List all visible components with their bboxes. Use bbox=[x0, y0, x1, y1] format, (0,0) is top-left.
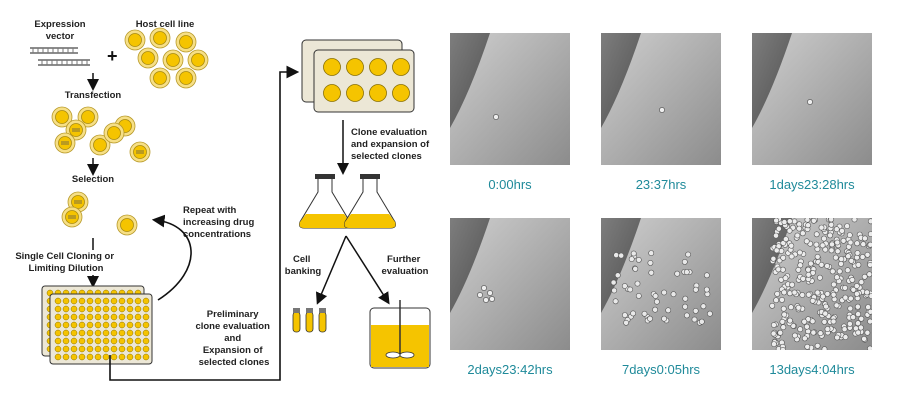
timelapse-image-6 bbox=[752, 218, 872, 350]
timelapse-caption-4: 2days23:42hrs bbox=[467, 362, 553, 377]
single-cell-line-2: Limiting Dilution bbox=[29, 263, 104, 274]
repeat-line-3: concentrations bbox=[183, 229, 251, 240]
further-eval-line-2: evaluation bbox=[382, 266, 429, 277]
prelim-line-1: Preliminary bbox=[207, 309, 259, 320]
single-cell-line-1: Single Cell Cloning or bbox=[15, 251, 114, 262]
transfected-cells-icon bbox=[51, 106, 151, 163]
selected-cells-icon bbox=[61, 191, 138, 236]
plus-sign: + bbox=[107, 46, 118, 66]
clone-eval-line-3: selected clones bbox=[351, 151, 422, 162]
timelapse-image-5 bbox=[601, 218, 721, 350]
arrow-to-banking bbox=[315, 235, 347, 305]
repeat-line-1: Repeat with bbox=[183, 205, 237, 216]
well-plate-96-icon bbox=[41, 285, 153, 365]
cell-banking-line-1: Cell bbox=[293, 254, 310, 265]
label-transfection: Transfection bbox=[65, 90, 122, 101]
shake-flasks-icon bbox=[299, 174, 396, 229]
timelapse-image-4 bbox=[450, 218, 570, 350]
cell-banking-line-2: banking bbox=[285, 266, 322, 277]
prelim-line-4: Expansion of bbox=[203, 345, 263, 356]
connector-arrow-to-plates bbox=[109, 65, 300, 381]
prelim-line-2: clone evaluation bbox=[195, 321, 270, 332]
expression-vector-line-1: Expression bbox=[34, 19, 85, 30]
prelim-line-5: selected clones bbox=[199, 357, 270, 368]
label-further-eval: Further evaluation bbox=[382, 254, 429, 277]
timelapse-caption-2: 23:37hrs bbox=[635, 177, 687, 192]
dna-vector-icon bbox=[30, 47, 90, 66]
prelim-line-3: and bbox=[224, 333, 241, 344]
label-single-cell: Single Cell Cloning or Limiting Dilution bbox=[15, 251, 116, 274]
timelapse-caption-5: 7days0:05hrs bbox=[621, 362, 701, 377]
expression-vector-line-2: vector bbox=[46, 31, 75, 42]
timelapse-image-1 bbox=[450, 33, 570, 165]
clone-eval-line-2: and expansion of bbox=[351, 139, 430, 150]
well-plate-12-icon bbox=[301, 39, 415, 113]
label-preliminary: Preliminary clone evaluation and Expansi… bbox=[195, 309, 272, 368]
clone-eval-line-1: Clone evaluation bbox=[351, 127, 427, 138]
host-cells-icon bbox=[124, 27, 209, 89]
label-repeat-note: Repeat with increasing drug concentratio… bbox=[183, 205, 257, 240]
label-clone-eval: Clone evaluation and expansion of select… bbox=[351, 127, 432, 162]
arrow-to-further-eval bbox=[345, 235, 390, 305]
timelapse-image-2 bbox=[601, 33, 721, 165]
timelapse-image-3 bbox=[752, 33, 872, 165]
bioreactor-icon bbox=[369, 300, 431, 369]
repeat-line-2: increasing drug bbox=[183, 217, 254, 228]
vials-icon bbox=[292, 308, 327, 333]
repeat-loop-arrow bbox=[151, 214, 192, 301]
timelapse-caption-1: 0:00hrs bbox=[488, 177, 532, 192]
label-selection: Selection bbox=[72, 174, 114, 185]
further-eval-line-1: Further bbox=[387, 254, 421, 265]
timelapse-caption-6: 13days4:04hrs bbox=[769, 362, 855, 377]
label-cell-banking: Cell banking bbox=[285, 254, 322, 277]
label-host-cell-line: Host cell line bbox=[136, 19, 195, 30]
timelapse-caption-3: 1days23:28hrs bbox=[769, 177, 855, 192]
